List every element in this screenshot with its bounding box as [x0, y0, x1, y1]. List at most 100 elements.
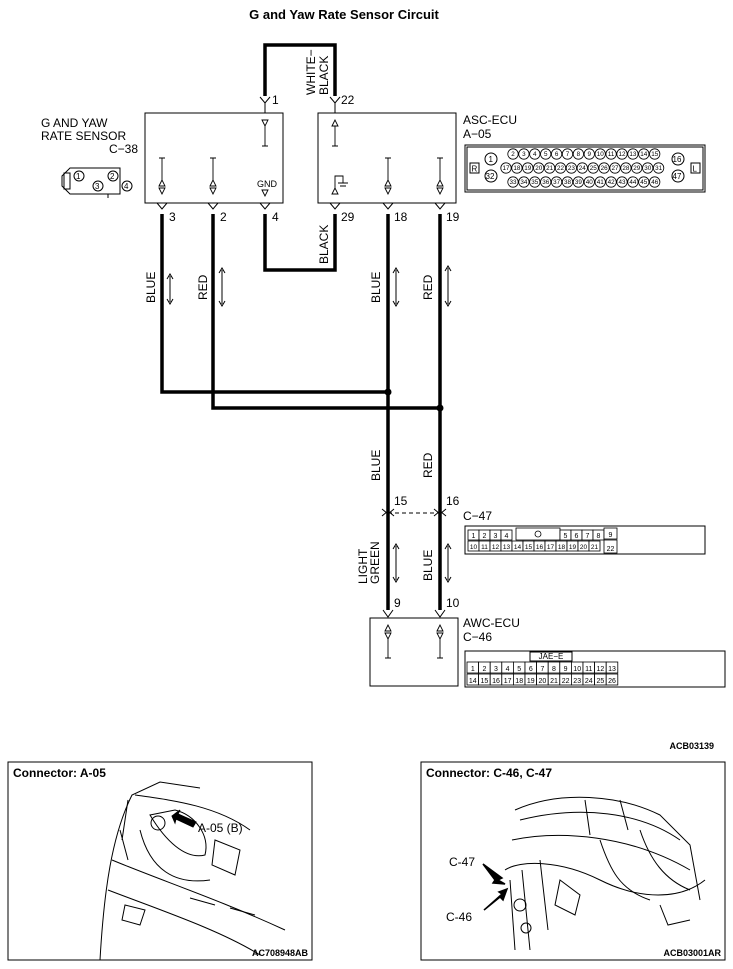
connector-pin-label: 11 [608, 151, 615, 158]
connector-cell-c47-22 [603, 539, 618, 554]
connector-pin-a05-3 [518, 148, 530, 160]
awc-ecu-connector: C−46 [463, 630, 492, 644]
callout-arrow-c47 [482, 863, 506, 885]
connector-cell-label: 12 [492, 544, 500, 551]
awc-ecu-box [369, 617, 459, 687]
connector-pin-label: 26 [601, 165, 609, 172]
connector-pin-a05-36 [540, 176, 552, 188]
connector-cell-label: 22 [562, 678, 570, 685]
connector-pin-a05-25 [587, 162, 599, 174]
connector-pin-a05-44 [627, 176, 639, 188]
connector-cell-label: 10 [573, 666, 581, 673]
pin-2: 2 [220, 210, 227, 224]
connector-pin-a05-24 [576, 162, 588, 174]
connector-pin-a05-27 [609, 162, 621, 174]
connector-pin-label: 8 [577, 151, 581, 158]
connector-pin-a05-4 [529, 148, 541, 160]
splice-red [436, 404, 444, 412]
pin-1: 1 [272, 93, 279, 107]
panel-c46-code: ACB03001AR [663, 948, 721, 958]
a05-pin-32: 32 [486, 172, 495, 181]
connector-pin-label: 46 [651, 179, 659, 186]
connector-cell-label: 3 [494, 533, 498, 540]
connector-pin-label: 18 [513, 165, 521, 172]
panel-a05-callout: A-05 (B) [198, 821, 243, 835]
connector-pin-a05-35 [529, 176, 541, 188]
splice-blue [384, 388, 392, 396]
panel-connector-c46-c47: Connector: C-46, C-47 C-47 C-46 ACB03001… [420, 761, 726, 961]
c38-connector-icon: 1 2 3 4 [61, 167, 133, 198]
wire-label-white: WHITE− [304, 49, 318, 95]
connector-cell-label: 9 [609, 532, 613, 539]
connector-pin-label: 39 [575, 179, 583, 186]
pin-18: 18 [394, 210, 408, 224]
connector-cell-label: 7 [540, 666, 544, 673]
connector-pin-a05-20 [533, 162, 545, 174]
connector-cell-label: 13 [608, 666, 616, 673]
connector-pin-a05-7 [561, 148, 574, 160]
sensor-name-2: RATE SENSOR [41, 129, 126, 143]
wires [160, 43, 444, 610]
wire-red-sensor [211, 214, 440, 410]
connector-pin-a05-41 [594, 176, 606, 188]
connector-pin-label: 35 [531, 179, 539, 186]
pin-terminals [156, 96, 446, 618]
wire-label-light: LIGHT [356, 548, 370, 584]
connector-pin-a05-18 [511, 162, 523, 174]
connector-pin-a05-14 [638, 148, 650, 160]
c46-header: JAE−E [539, 652, 564, 661]
panel-connector-a05: Connector: A-05 A-05 (B) AC708948AB [7, 761, 313, 961]
panel-c46-callout: C-46 [446, 910, 472, 924]
diagram-code: ACB03139 [669, 741, 714, 751]
connector-cell-label: 16 [492, 678, 500, 685]
connector-cell-label: 21 [591, 544, 599, 551]
sensor-connector: C−38 [109, 142, 138, 156]
wire-label-black-top: BLACK [317, 56, 331, 95]
pin-16: 16 [446, 494, 460, 508]
connector-pin-a05-13 [627, 148, 639, 160]
wire-white-black [263, 43, 337, 96]
wire-label-green: GREEN [368, 541, 382, 584]
connector-pin-a05-46 [649, 176, 661, 188]
a05-pin-1: 1 [489, 155, 494, 164]
connector-pin-a05-5 [540, 148, 552, 160]
connector-pin-a05-2 [507, 148, 519, 160]
connector-cell-label: 2 [482, 666, 486, 673]
connector-pin-a05-10 [594, 148, 606, 160]
connector-cell-label: 8 [597, 533, 601, 540]
connector-cell-label: 16 [536, 544, 544, 551]
pin-numbers: 1 22 3 2 4 29 18 19 15 16 9 10 [169, 93, 460, 610]
connector-pin-a05-22 [554, 162, 567, 174]
connector-pin-a05-37 [550, 176, 563, 188]
wire-label-blue-2: BLUE [369, 272, 383, 303]
connector-pin-label: 9 [588, 151, 592, 158]
pin-9: 9 [394, 596, 401, 610]
connector-pin-label: 27 [611, 165, 619, 172]
connector-cell-c47-21 [588, 540, 601, 552]
connector-pin-label: 7 [566, 151, 570, 158]
connector-pin-label: 20 [535, 165, 543, 172]
connector-cell-label: 14 [514, 544, 522, 551]
connector-cell-c47-4 [500, 529, 513, 541]
connector-pin-a05-33 [507, 176, 519, 188]
connector-cell-label: 6 [529, 666, 533, 673]
wire-label-red-1: RED [196, 274, 210, 300]
connector-pin-a05-17 [500, 162, 512, 174]
connector-cell-label: 1 [471, 666, 475, 673]
connector-pin-a05-42 [605, 176, 617, 188]
connector-cell-label: 13 [503, 544, 511, 551]
connector-pin-label: 34 [520, 179, 528, 186]
connector-pin-label: 31 [655, 165, 663, 172]
connector-cell-label: 12 [597, 666, 605, 673]
internal-symbols [158, 118, 444, 659]
connector-pin-a05-29 [631, 162, 643, 174]
panel-c46-title: Connector: C-46, C-47 [426, 766, 552, 780]
pin-15: 15 [394, 494, 408, 508]
connector-cell-label: 2 [483, 533, 487, 540]
wire-label-blue-1: BLUE [144, 272, 158, 303]
c47-key-circle [534, 530, 542, 538]
pin-22: 22 [341, 93, 355, 107]
